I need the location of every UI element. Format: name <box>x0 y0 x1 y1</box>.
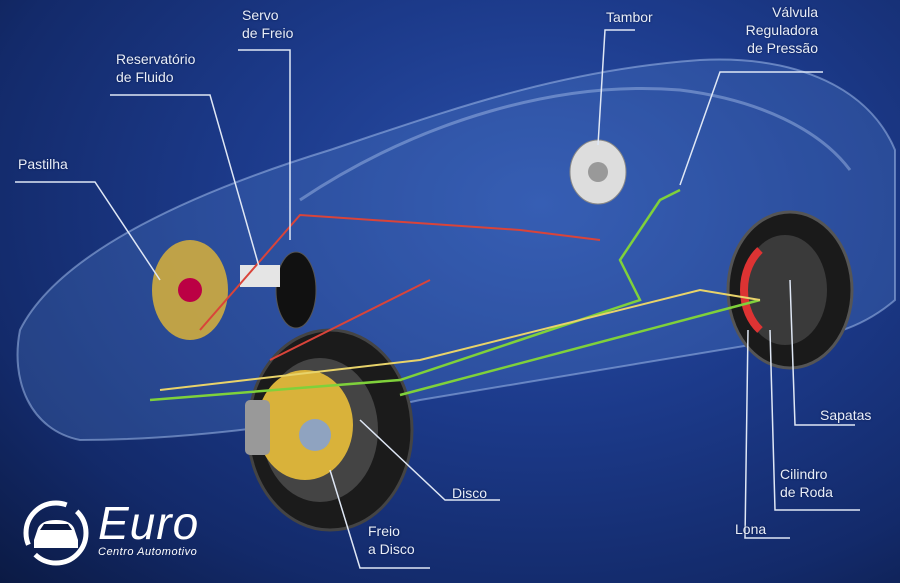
brake-line-red <box>199 213 601 361</box>
label-line: Reservatório <box>116 51 196 67</box>
label-reservatorio: Reservatório de Fluido <box>116 50 195 86</box>
label-line: de Fluido <box>116 69 174 85</box>
front-disc-wheel <box>245 328 414 532</box>
label-cilindro-de-roda: Cilindro de Roda <box>780 465 833 501</box>
label-lona: Lona <box>735 521 767 537</box>
front-left-disc <box>152 240 228 340</box>
logo-name: Euro <box>98 497 200 549</box>
brake-booster <box>275 251 317 329</box>
label-line: Reguladora <box>745 22 818 38</box>
drum <box>569 139 627 205</box>
label-pastilha: Pastilha <box>18 156 68 172</box>
label-line: Válvula <box>772 4 818 20</box>
label-line: a Disco <box>368 541 415 557</box>
euro-logo: Euro Centro Automotivo <box>20 498 250 568</box>
car-body-outline <box>16 58 896 442</box>
car-roof <box>299 86 852 202</box>
label-line: de Roda <box>780 484 833 500</box>
fluid-reservoir <box>240 265 280 287</box>
label-line: de Pressão <box>747 40 818 56</box>
label-sapatas: Sapatas <box>820 407 872 423</box>
label-servo-de-freio: Servo de Freio <box>242 6 293 42</box>
label-line: Cilindro <box>780 466 828 482</box>
logo-tagline: Centro Automotivo <box>98 546 198 558</box>
brake-line-yellow <box>159 288 761 391</box>
label-line: Freio <box>368 523 400 539</box>
label-line: Servo <box>242 7 279 23</box>
brake-line-green <box>149 188 761 402</box>
car-wrench-logo-icon <box>23 500 89 566</box>
leader-lines <box>15 29 860 569</box>
label-freio-a-disco: Freio a Disco <box>368 522 415 558</box>
label-disco: Disco <box>452 485 488 501</box>
label-line: de Freio <box>242 25 294 41</box>
label-tambor: Tambor <box>606 9 653 25</box>
